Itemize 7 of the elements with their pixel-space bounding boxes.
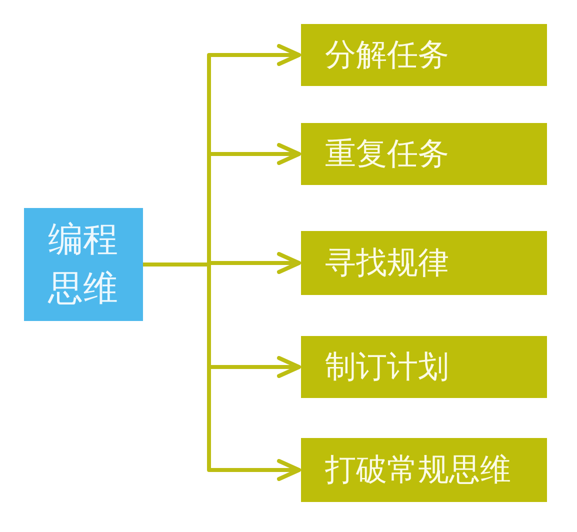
process-box: 寻找规律 — [301, 231, 547, 295]
process-box: 重复任务 — [301, 123, 547, 185]
process-box: 打破常规思维 — [301, 438, 547, 502]
topic-box: 编程思维 — [24, 208, 143, 321]
process-box: 制订计划 — [301, 336, 547, 398]
process-box: 分解任务 — [301, 24, 547, 86]
arrow — [143, 262, 301, 481]
